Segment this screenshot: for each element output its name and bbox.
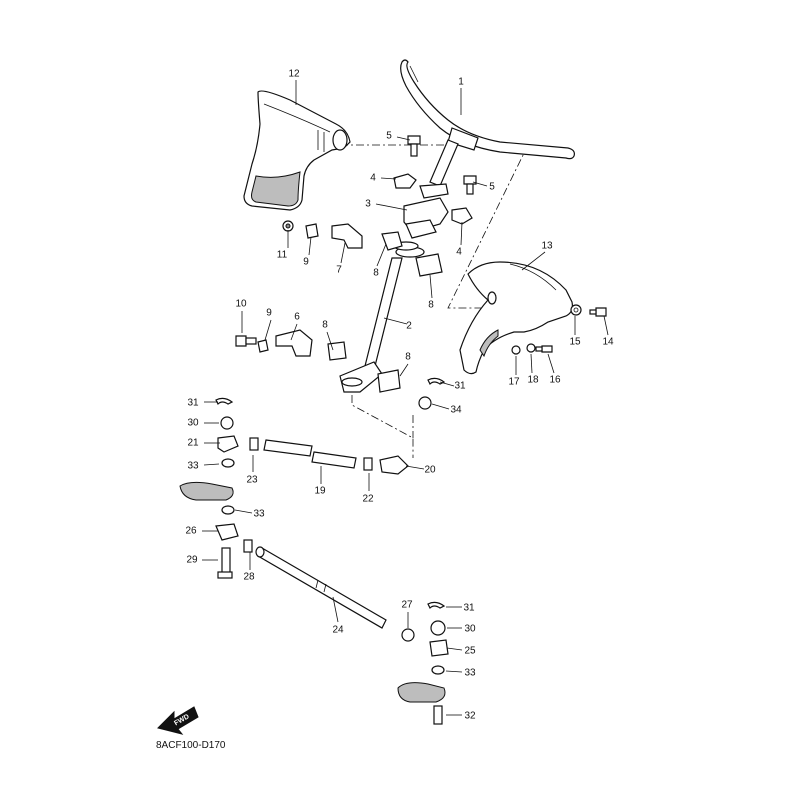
clamp-parts bbox=[275, 173, 473, 393]
leader-line-l9b bbox=[264, 319, 272, 341]
drawing-code: 8ACF100-D170 bbox=[156, 740, 226, 751]
callout-c8b: 8 bbox=[428, 300, 434, 311]
leader-line-l33b bbox=[234, 509, 253, 514]
callout-c25: 25 bbox=[464, 646, 476, 657]
callout-c8a: 8 bbox=[373, 268, 379, 279]
callout-c1: 1 bbox=[458, 77, 464, 88]
leader-line-l16 bbox=[547, 353, 555, 374]
callout-c8d: 8 bbox=[405, 352, 411, 363]
callout-c10: 10 bbox=[235, 299, 247, 310]
leader-lines bbox=[202, 80, 609, 716]
callout-c27: 27 bbox=[401, 600, 413, 611]
callout-c9a: 9 bbox=[303, 257, 309, 268]
callout-c14: 14 bbox=[602, 337, 614, 348]
handle-cover bbox=[243, 90, 351, 211]
callout-c8c: 8 bbox=[322, 320, 328, 331]
leader-line-l24 bbox=[332, 596, 339, 623]
steering-column bbox=[339, 139, 459, 393]
callout-c32: 32 bbox=[464, 711, 476, 722]
callout-c26: 26 bbox=[185, 526, 197, 537]
callout-c22: 22 bbox=[362, 494, 374, 505]
callout-c9b: 9 bbox=[266, 308, 272, 319]
leader-line-l4a bbox=[380, 177, 397, 180]
callout-c31a: 31 bbox=[187, 398, 199, 409]
callout-c18: 18 bbox=[527, 375, 539, 386]
callout-c4b: 4 bbox=[456, 247, 462, 258]
callout-c2: 2 bbox=[406, 321, 412, 332]
callout-c30b: 30 bbox=[464, 624, 476, 635]
callout-c5a: 5 bbox=[386, 131, 392, 142]
leader-line-l2 bbox=[383, 317, 408, 325]
leader-line-l8c bbox=[326, 331, 334, 351]
callout-c28: 28 bbox=[243, 572, 255, 583]
callout-c21: 21 bbox=[187, 438, 199, 449]
callout-c7: 7 bbox=[336, 265, 342, 276]
callout-c19: 19 bbox=[314, 486, 326, 497]
leader-line-l5b bbox=[472, 181, 488, 187]
leader-line-l5a bbox=[396, 136, 411, 141]
leader-line-l13 bbox=[521, 251, 546, 271]
tie-rod-assembly bbox=[179, 397, 409, 541]
leader-line-l33a bbox=[203, 463, 220, 466]
leader-line-l9a bbox=[308, 236, 312, 256]
callout-c30a: 30 bbox=[187, 418, 199, 429]
callout-c17: 17 bbox=[508, 377, 520, 388]
callout-c13: 13 bbox=[541, 241, 553, 252]
callout-c15: 15 bbox=[569, 337, 581, 348]
leader-line-l31b bbox=[439, 381, 455, 387]
leader-line-l18 bbox=[530, 353, 533, 374]
leader-line-l34 bbox=[431, 403, 450, 410]
lower-shaft bbox=[217, 539, 449, 725]
callout-c11: 11 bbox=[277, 250, 288, 261]
leader-line-l25 bbox=[446, 647, 463, 651]
callout-c33c: 33 bbox=[464, 668, 476, 679]
forward-arrow-icon: FWD bbox=[157, 706, 199, 735]
small-hardware bbox=[235, 135, 607, 410]
leader-line-l8b bbox=[429, 274, 433, 299]
callout-c4a: 4 bbox=[370, 173, 376, 184]
leader-line-l8d bbox=[399, 363, 409, 377]
callout-c31c: 31 bbox=[463, 603, 475, 614]
callout-c34: 34 bbox=[450, 405, 462, 416]
callout-c23: 23 bbox=[246, 475, 258, 486]
leader-line-l14 bbox=[603, 315, 609, 336]
leader-line-l6 bbox=[290, 323, 298, 341]
callout-c20: 20 bbox=[424, 465, 436, 476]
leader-line-l20 bbox=[405, 465, 425, 470]
callout-c3: 3 bbox=[365, 199, 371, 210]
leader-line-l8a bbox=[376, 243, 387, 267]
callout-c24: 24 bbox=[332, 625, 344, 636]
shaft-cover bbox=[459, 261, 573, 375]
callout-c5b: 5 bbox=[489, 182, 495, 193]
leader-line-l33c bbox=[445, 670, 463, 673]
callout-c31b: 31 bbox=[454, 381, 466, 392]
handlebar bbox=[400, 59, 575, 160]
callout-c12: 12 bbox=[288, 69, 300, 80]
callout-c33b: 33 bbox=[253, 509, 265, 520]
leader-line-l7 bbox=[340, 242, 346, 264]
leader-line-l3 bbox=[375, 203, 408, 211]
callout-c16: 16 bbox=[549, 375, 561, 386]
leader-line-l4b bbox=[460, 221, 463, 246]
callout-c6: 6 bbox=[294, 312, 300, 323]
callout-c29: 29 bbox=[186, 555, 198, 566]
callout-c33a: 33 bbox=[187, 461, 199, 472]
